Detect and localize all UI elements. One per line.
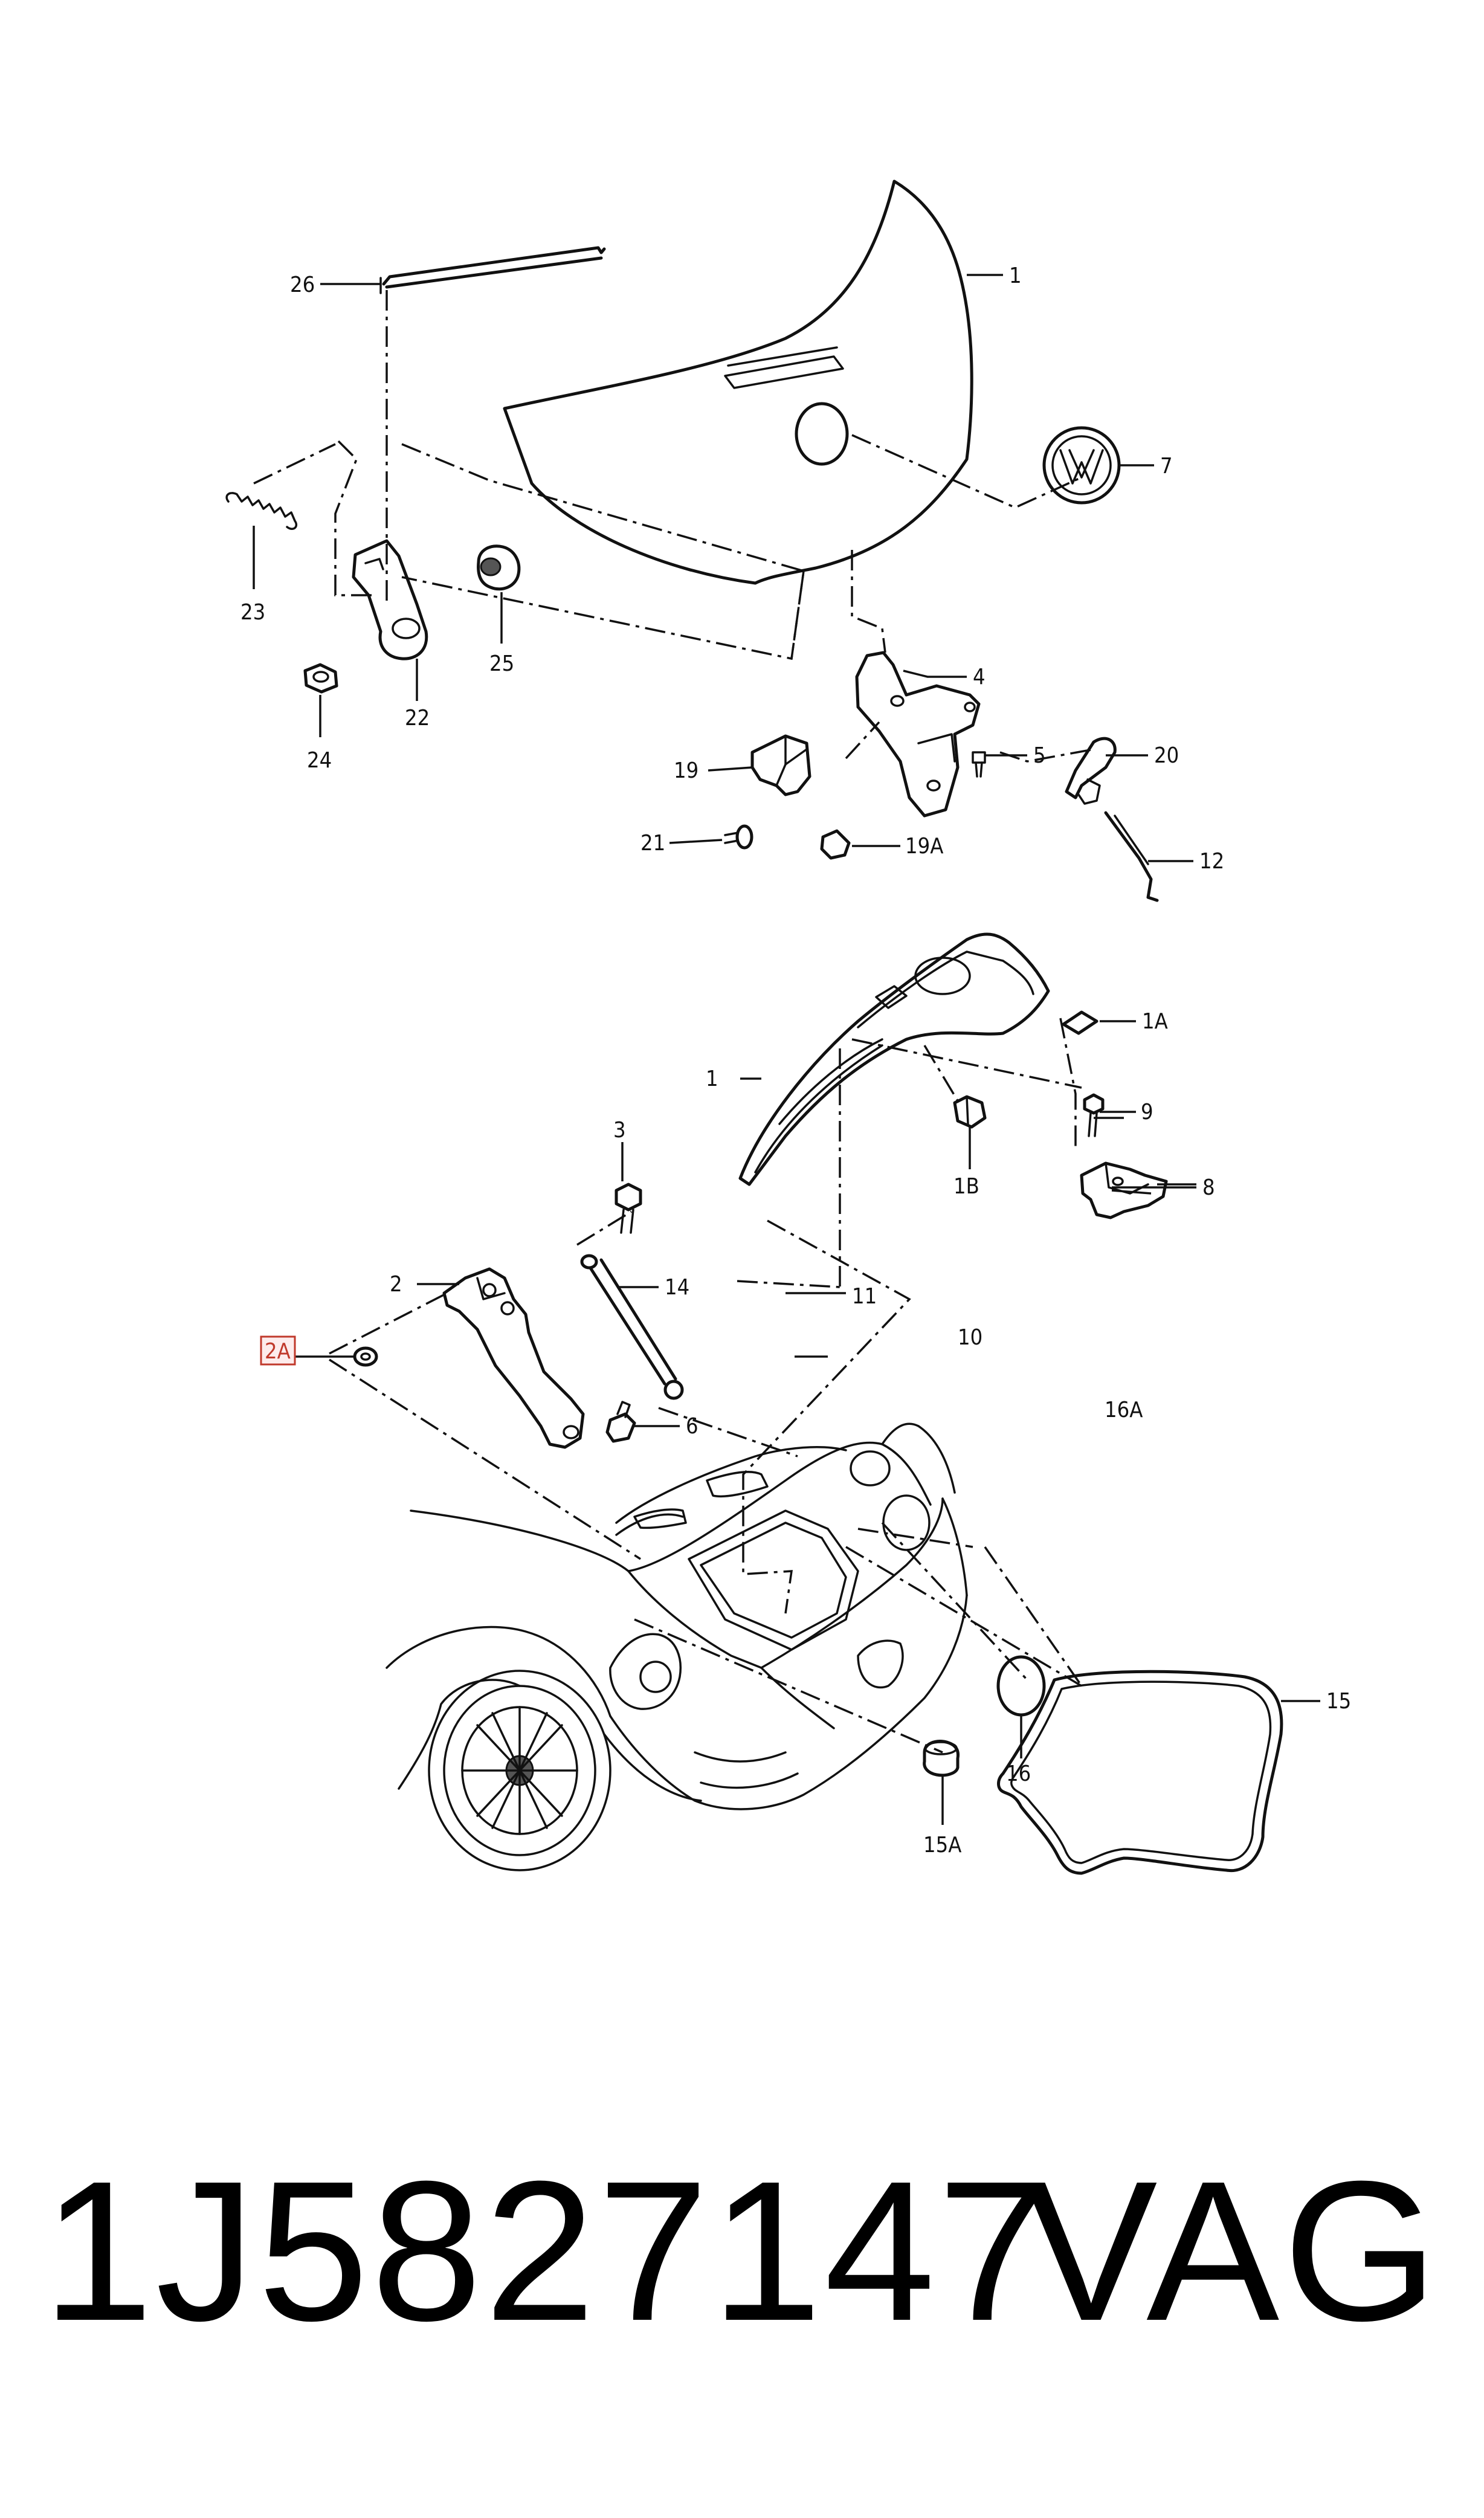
- callout-15: 15: [1326, 1689, 1351, 1714]
- callout-22: 22: [405, 706, 430, 731]
- screw-small: [972, 751, 986, 778]
- callout-2: 2: [390, 1272, 402, 1297]
- callout-1-top: 1: [1009, 263, 1022, 288]
- nut-hex: [303, 663, 338, 694]
- lock-actuator: [750, 734, 811, 796]
- callout-2a: 2A: [265, 1339, 291, 1364]
- hood-panel-top: [503, 179, 973, 585]
- tension-spring: [225, 492, 298, 530]
- prop-rod-upper: [379, 246, 606, 294]
- callout-2a-highlighted: 2A: [260, 1335, 296, 1366]
- callout-6: 6: [686, 1414, 698, 1439]
- brand-name: VAG: [1024, 2139, 1442, 2362]
- ball-stud: [605, 1401, 636, 1443]
- callout-9: 9: [1141, 1100, 1153, 1125]
- trunk-lid-open: [738, 932, 1050, 1186]
- callout-19: 19: [674, 758, 698, 783]
- front-wheel: [428, 1670, 611, 1871]
- assembly-lines: [253, 290, 1094, 1754]
- clip-small: [820, 829, 851, 860]
- callout-10: 10: [958, 1325, 982, 1350]
- callout-11: 11: [852, 1284, 877, 1309]
- gas-strut: [580, 1254, 684, 1400]
- callout-20: 20: [1154, 743, 1179, 768]
- bolt-hinge: [615, 1183, 642, 1234]
- buffer-lower: [953, 1095, 987, 1129]
- callout-24: 24: [307, 748, 332, 773]
- release-cable: [1104, 811, 1159, 902]
- callout-15a: 15A: [923, 1833, 961, 1858]
- rubber-buffer: [477, 544, 521, 591]
- bolt-lower-right: [1083, 1093, 1105, 1137]
- label-sticker: [1062, 1010, 1098, 1035]
- callout-12: 12: [1199, 849, 1224, 874]
- catch-hook: [1065, 737, 1117, 805]
- callout-5: 5: [1033, 743, 1046, 768]
- callout-3: 3: [613, 1118, 626, 1143]
- callout-4: 4: [973, 665, 986, 689]
- washer: [353, 1346, 378, 1367]
- callout-1a: 1A: [1142, 1009, 1168, 1034]
- callout-23: 23: [240, 600, 265, 625]
- callout-19a: 19A: [905, 834, 943, 859]
- callout-21: 21: [640, 831, 665, 856]
- trunk-seal: [997, 1670, 1283, 1875]
- callout-26: 26: [290, 273, 315, 297]
- callout-1b: 1B: [953, 1174, 979, 1199]
- footer: 1J5827147 VAG: [0, 2151, 1484, 2393]
- part-number: 1J5827147: [42, 2139, 1051, 2362]
- leader-lines: [253, 274, 1320, 1825]
- callout-8: 8: [1202, 1175, 1215, 1200]
- hinge-lower: [442, 1267, 585, 1449]
- callout-16: 16: [1006, 1761, 1031, 1786]
- callout-14: 14: [665, 1275, 689, 1300]
- buffer-round: [923, 1740, 960, 1777]
- vw-emblem: [1042, 426, 1121, 505]
- hinge-bracket-upper: [352, 539, 428, 660]
- vehicle-body: [386, 1422, 968, 1810]
- bolt-small: [724, 824, 753, 850]
- emblem-cover: [996, 1655, 1046, 1717]
- callout-16a: 16A: [1105, 1398, 1143, 1422]
- callout-25: 25: [489, 651, 514, 676]
- callout-7: 7: [1160, 454, 1173, 479]
- callout-labels: 1 7 26 23 22 25 24 4 5 20 12 19 19A 21 1…: [240, 263, 1351, 1858]
- callout-1-bottom: 1: [706, 1067, 718, 1091]
